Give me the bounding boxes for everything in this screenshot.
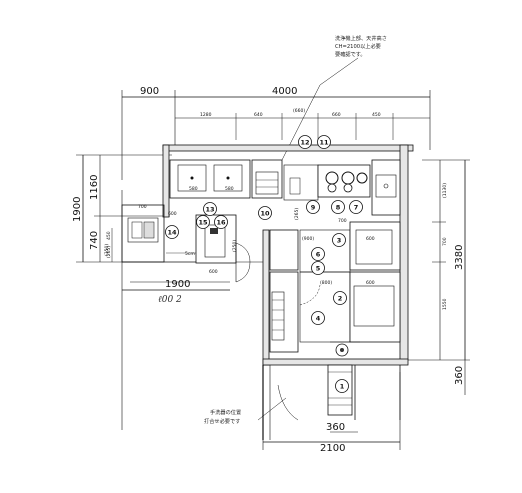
dim-left-1160: 1160	[89, 175, 100, 200]
equipment-number: 10	[260, 209, 270, 217]
equipment-marker-5: 5	[311, 261, 325, 275]
equipment-marker-3: 3	[332, 233, 346, 247]
equipment-number: 9	[311, 203, 316, 211]
dishwasher	[251, 159, 283, 199]
equipment-marker-14: 14	[165, 225, 179, 239]
dim-mid-600: 600	[209, 269, 218, 275]
equipment-marker-12: 12	[298, 135, 312, 149]
dim-sink-580b: 580	[225, 186, 234, 192]
dim-inner-900: (900)	[302, 236, 314, 242]
dim-right-360: 360	[454, 366, 465, 385]
equipment-number: 2	[338, 294, 343, 302]
note-bottom-line-1: 手洗器の位置	[210, 408, 241, 416]
note-bottom-line-2: 打合せ必要です	[204, 417, 240, 425]
equipment-marker-8: 8	[331, 200, 345, 214]
equipment-number: 16	[216, 218, 226, 226]
equipment-number: 11	[319, 138, 329, 146]
dim-top-660a: (660)	[293, 108, 305, 114]
dim-inner-600b: 600	[366, 280, 375, 286]
dim-right-700b: 700	[338, 218, 347, 224]
dim-left-1900: 1900	[72, 197, 83, 222]
dim-top-4000: 4000	[272, 86, 297, 97]
dim-inner-800: (800)	[320, 280, 332, 286]
counter-center	[283, 164, 319, 201]
equipment-marker-13: 13	[203, 202, 217, 216]
equipment-number: 7	[354, 203, 359, 211]
dim-top-900: 900	[140, 86, 159, 97]
dim-bottom-2100: 2100	[320, 443, 345, 454]
handwriting-note: ℓ00 2	[158, 295, 182, 305]
equipment-number: 5	[316, 264, 321, 272]
equipment-marker-10: 10	[258, 206, 272, 220]
equipment-marker-9: 9	[306, 200, 320, 214]
dim-right-700: 700	[442, 237, 448, 246]
equipment-marker-1: 1	[335, 379, 349, 393]
dim-left-740: 740	[89, 231, 100, 250]
equipment-number: 15	[198, 218, 208, 226]
left-room	[121, 204, 165, 263]
dim-left-450: 450	[106, 231, 112, 240]
equipment-number: 3	[337, 236, 342, 244]
dim-top-640: 640	[254, 112, 263, 118]
equipment-marker-15: 15	[196, 215, 210, 229]
dim-sink-580a: 580	[189, 186, 198, 192]
right-counters	[269, 221, 401, 357]
dim-inner-265: (265)	[294, 208, 300, 220]
equipment-marker-16: 16	[214, 215, 228, 229]
dim-top-1280: 1280	[200, 112, 212, 118]
note-top-line-3: 要確認です。	[335, 50, 366, 58]
equipment-marker-7: 7	[349, 200, 363, 214]
dim-top-450: 450	[372, 112, 381, 118]
dim-inner-350: (350)	[104, 244, 110, 256]
corner-sink	[371, 159, 401, 216]
equipment-number: 6	[316, 250, 321, 258]
dim-inner-5cm: 5cm	[185, 251, 195, 257]
equipment-marker-4: 4	[311, 311, 325, 325]
dim-mid-1900: 1900	[165, 279, 190, 290]
dim-left-600: 600	[168, 211, 177, 217]
equipment-marker-6: 6	[311, 247, 325, 261]
dim-bottom-360: 360	[326, 422, 345, 433]
dim-right-1130: (1130)	[442, 183, 448, 198]
equipment-number: 4	[316, 314, 321, 322]
gas-range	[317, 164, 371, 198]
top-dimension-lines	[121, 90, 431, 180]
dim-right-3380: 3380	[454, 245, 465, 270]
dim-inner-250: (250)	[232, 240, 238, 252]
dim-right-1550: 1550	[442, 298, 448, 310]
handwash-note	[257, 397, 287, 421]
door-swings	[235, 242, 321, 421]
equipment-number: 1	[340, 382, 345, 390]
note-top-line-2: CH=2100以上必要	[335, 42, 381, 50]
note-top-line-1: 洗浄機上部、天井高さ	[335, 34, 387, 42]
equipment-number: 12	[300, 138, 309, 146]
equipment-number: 13	[205, 205, 214, 213]
dim-mid-700: 700	[138, 204, 147, 210]
equipment-number: 8	[336, 203, 341, 211]
equipment-marker-2: 2	[333, 291, 347, 305]
dim-left-265: (265)	[106, 246, 112, 258]
equipment-number: 14	[167, 228, 177, 236]
right-dimension-lines	[400, 159, 470, 395]
dim-inner-600a: 600	[366, 236, 375, 242]
dim-top-660b: 660	[332, 112, 341, 118]
sink-unit	[169, 159, 251, 199]
equipment-marker-11: 11	[317, 135, 331, 149]
